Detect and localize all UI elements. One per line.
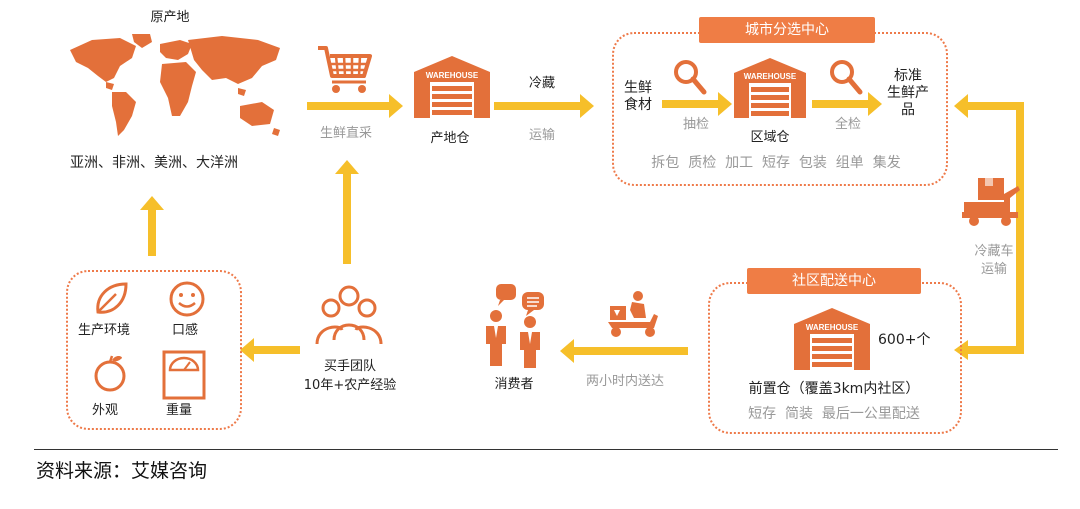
arrow-right-sample-check	[662, 92, 732, 116]
city-output-line2: 生鲜产	[887, 85, 929, 101]
smiley-icon	[169, 281, 205, 317]
scale-icon	[162, 350, 206, 400]
city-output-line1: 标准	[894, 68, 922, 84]
source-note: 资料来源：艾媒咨询	[36, 460, 208, 482]
svg-text:WAREHOUSE: WAREHOUSE	[806, 323, 859, 332]
arrow-left-criteria	[240, 338, 300, 362]
community-services: 短存 简装 最后一公里配送	[748, 406, 920, 422]
arrow-up-to-origin	[140, 196, 164, 256]
full-check-label: 全检	[834, 117, 861, 132]
shopping-cart-icon	[318, 46, 372, 93]
leaf-icon	[96, 282, 128, 314]
magnifier-icon	[830, 60, 863, 95]
arrow-right-purchase	[307, 94, 403, 118]
delivery-label: 两小时内送达	[586, 374, 665, 389]
city-center-title: 城市分选中心	[699, 17, 875, 43]
arrow-right-full-check	[812, 92, 882, 116]
delivery-scooter-icon	[608, 291, 658, 337]
criteria-item: 外观	[92, 403, 119, 418]
svg-text:WAREHOUSE: WAREHOUSE	[744, 72, 797, 81]
truck-line1: 冷藏车	[974, 244, 1014, 259]
fruit-icon	[94, 355, 126, 392]
criteria-item: 重量	[166, 403, 193, 418]
origin-regions: 亚洲、非洲、美洲、大洋洲	[70, 155, 238, 171]
magnifier-icon	[674, 60, 707, 95]
criteria-item: 口感	[172, 323, 199, 338]
footer-divider	[34, 449, 1058, 450]
community-center-title: 社区配送中心	[747, 268, 921, 294]
truck-line2: 运输	[980, 262, 1007, 277]
purchase-label: 生鲜直采	[320, 126, 373, 141]
arrow-left-delivery	[560, 339, 688, 363]
region-warehouse-label: 区域仓	[750, 130, 790, 145]
arrow-up-to-purchase	[335, 160, 359, 264]
warehouse-icon: WAREHOUSE	[794, 308, 870, 370]
buyer-team-line2: 10年+农产经验	[303, 378, 397, 393]
city-input-line1: 生鲜	[624, 80, 652, 96]
arrow-loop-right	[954, 94, 1024, 360]
city-input-line2: 食材	[624, 97, 652, 113]
truck-icon	[962, 178, 1020, 226]
warehouse-icon: WAREHOUSE	[734, 58, 806, 118]
sample-check-label: 抽检	[682, 117, 709, 132]
criteria-item: 生产环境	[78, 323, 131, 338]
buyer-team-line1: 买手团队	[323, 359, 376, 374]
cold-transport-top: 冷藏	[528, 76, 555, 91]
consumer-label: 消费者	[494, 377, 534, 392]
city-output-line3: 品	[901, 102, 915, 118]
warehouse-text: WAREHOUSE	[426, 71, 479, 80]
consumers-icon	[486, 284, 544, 368]
origin-title: 原产地	[150, 10, 190, 25]
arrow-right-cold-transport	[494, 94, 594, 118]
warehouse-icon: WAREHOUSE	[414, 56, 490, 118]
cold-transport-bottom: 运输	[528, 128, 555, 143]
origin-warehouse-label: 产地仓	[430, 131, 470, 146]
city-processes: 拆包 质检 加工 短存 包装 组单 集发	[651, 155, 901, 171]
front-warehouse-label: 前置仓（覆盖3km内社区）	[748, 381, 920, 397]
community-count: 600+个	[878, 332, 931, 348]
world-map-icon	[70, 34, 280, 136]
buyer-team-icon	[315, 285, 383, 345]
criteria-panel	[66, 270, 242, 430]
